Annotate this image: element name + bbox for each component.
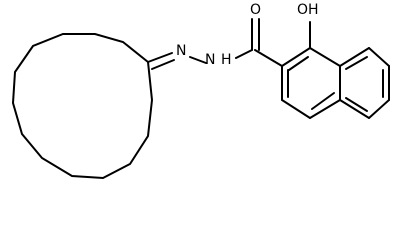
ring-bonds (11, 33, 154, 180)
imine-nitrogen-label: N (176, 43, 186, 59)
carbonyl-double-bond (251, 18, 260, 51)
chemical-structure-diagram: N N H O OH (11, 2, 390, 180)
imine-double-bond (147, 52, 175, 70)
cyclododecane-ring (11, 33, 154, 180)
carbonyl-oxygen-label: O (250, 2, 261, 18)
n-n-bond (189, 56, 207, 64)
hydrazide-nitrogen-label: N (205, 52, 215, 68)
amide-c-n-bond (235, 49, 253, 59)
naphthalene-ring (281, 47, 390, 119)
carbonyl-aryl-bond (254, 49, 283, 67)
hydroxyl-label: OH (297, 2, 319, 18)
hydrazide-hydrogen-label: H (221, 52, 232, 68)
